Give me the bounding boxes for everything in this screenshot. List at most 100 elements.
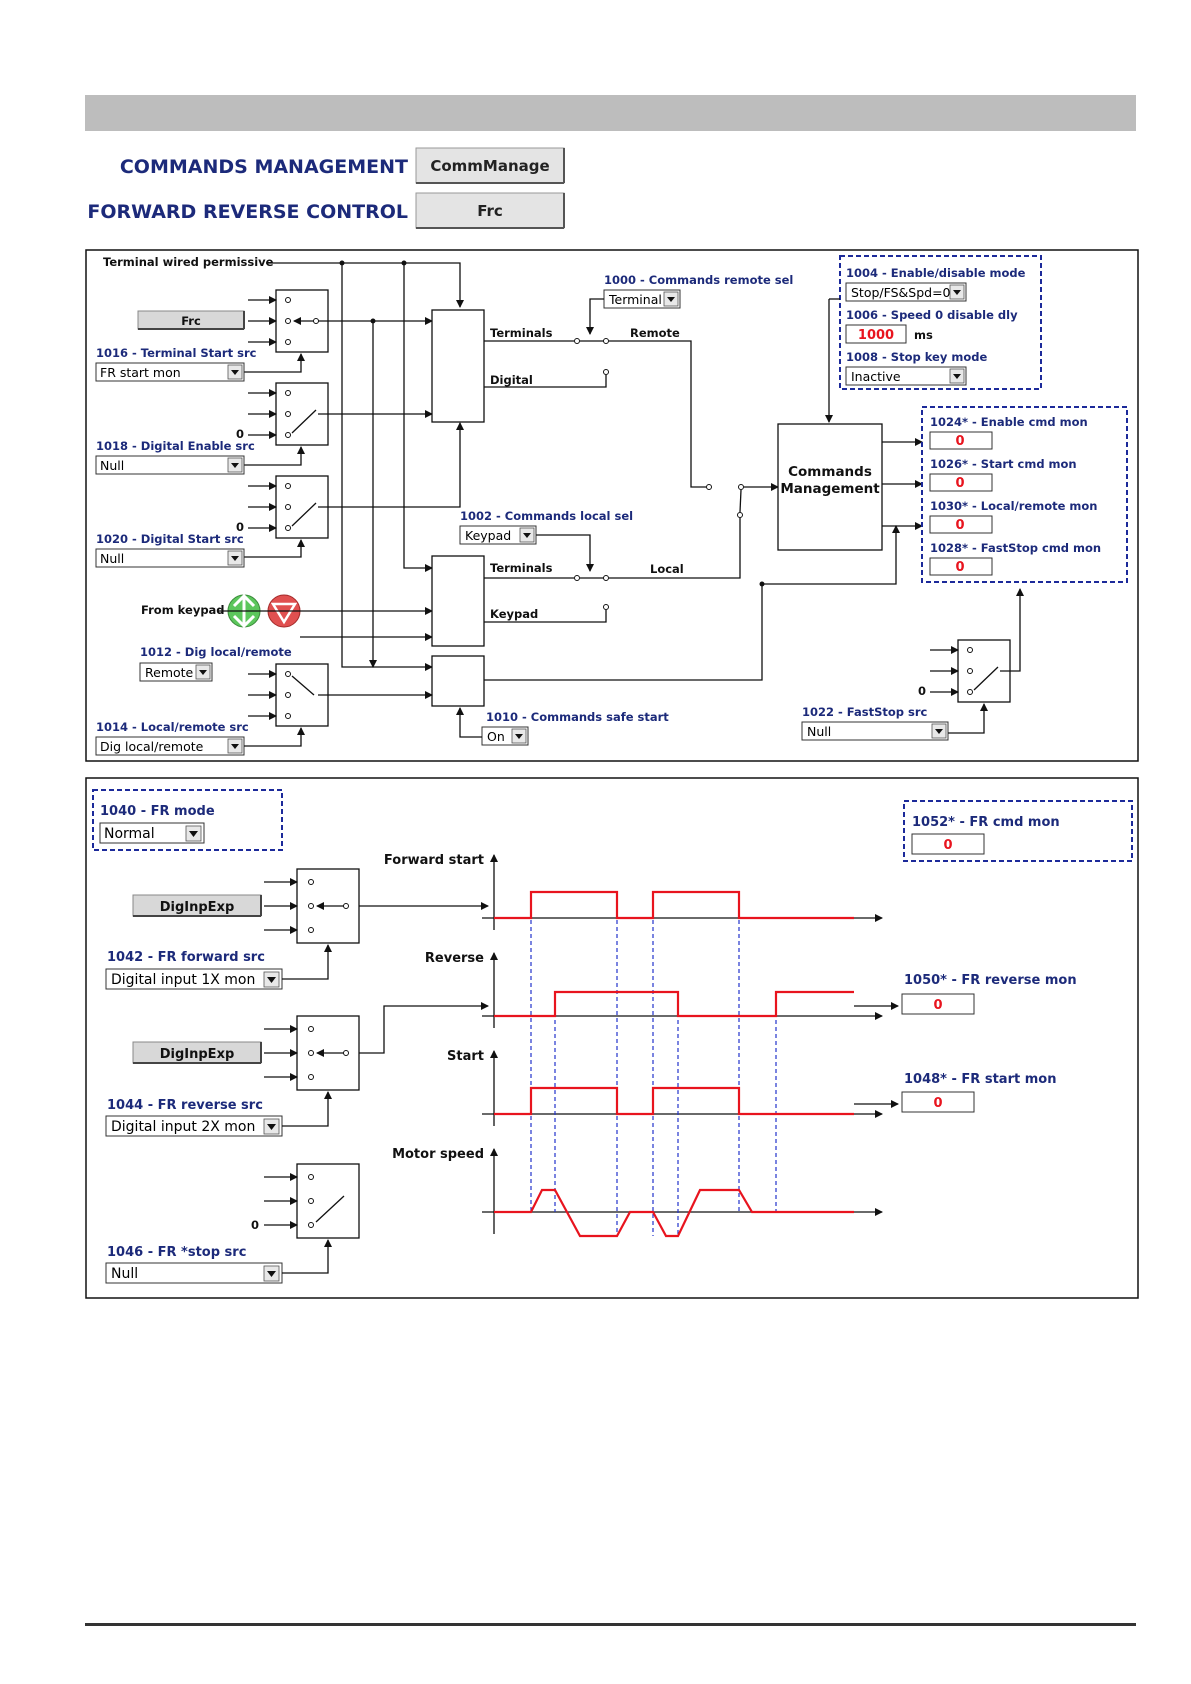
p1000-label: 1000 - Commands remote sel	[604, 273, 793, 287]
p1016-label: 1016 - Terminal Start src	[96, 346, 257, 360]
safe-start-block	[431, 655, 485, 707]
p1028-display: 0	[929, 557, 993, 576]
commmanage-button-label: CommManage	[430, 157, 549, 175]
p1020-dropdown[interactable]: Null	[95, 548, 245, 568]
diginpexp-button-2[interactable]: DigInpExp	[132, 1041, 262, 1064]
local-command-block	[431, 555, 485, 647]
p1020-label: 1020 - Digital Start src	[96, 532, 244, 546]
p1016-dropdown[interactable]: FR start mon	[95, 362, 245, 382]
p1018-dropdown[interactable]: Null	[95, 455, 245, 475]
keypad-stop-icon[interactable]	[267, 594, 301, 628]
enable-settings-group	[839, 255, 1042, 390]
forward-reverse-control-title: FORWARD REVERSE CONTROL	[87, 201, 408, 223]
remote-command-block	[431, 309, 485, 423]
svg-text:0: 0	[943, 838, 952, 853]
p1008-dropdown[interactable]: Inactive	[845, 366, 967, 386]
start-waveform	[494, 1086, 854, 1116]
p1008-label: 1008 - Stop key mode	[846, 350, 987, 364]
frc-diagram-button[interactable]: Frc	[137, 310, 245, 330]
p1050-label: 1050* - FR reverse mon	[904, 973, 1077, 988]
p1026-display: 0	[929, 473, 993, 492]
p1042-label: 1042 - FR forward src	[107, 950, 265, 965]
svg-text:Keypad: Keypad	[465, 528, 511, 543]
p1006-unit: ms	[914, 328, 933, 342]
svg-text:0: 0	[933, 998, 942, 1013]
p1022-label: 1022 - FastStop src	[802, 705, 928, 719]
svg-text:Null: Null	[111, 1266, 138, 1282]
commands-management-title: COMMANDS MANAGEMENT	[120, 156, 408, 178]
commmanage-button[interactable]: CommManage	[415, 147, 565, 184]
svg-text:Remote: Remote	[145, 665, 194, 680]
p1048-label: 1048* - FR start mon	[904, 1072, 1056, 1087]
frc-header-button[interactable]: Frc	[415, 192, 565, 229]
svg-text:Frc: Frc	[181, 314, 201, 328]
svg-text:Normal: Normal	[104, 826, 155, 842]
terminals-remote-label: Terminals	[490, 326, 553, 340]
forward-start-signal-label: Forward start	[384, 853, 484, 868]
p1022-dropdown[interactable]: Null	[801, 721, 949, 741]
p1052-display: 0	[911, 833, 985, 855]
reverse-waveform	[494, 990, 854, 1018]
fr-stop-selector	[296, 1163, 360, 1239]
zero-input-fr: 0	[251, 1218, 259, 1232]
p1052-label: 1052* - FR cmd mon	[912, 815, 1060, 830]
p1026-label: 1026* - Start cmd mon	[930, 457, 1077, 471]
p1010-dropdown[interactable]: On	[481, 726, 529, 746]
svg-text:Terminal: Terminal	[608, 292, 662, 307]
p1040-dropdown[interactable]: Normal	[99, 822, 205, 844]
svg-text:Null: Null	[807, 724, 831, 739]
svg-text:1000: 1000	[858, 328, 894, 343]
p1018-label: 1018 - Digital Enable src	[96, 439, 255, 453]
p1000-dropdown[interactable]: Terminal	[603, 289, 681, 309]
svg-text:DigInpExp: DigInpExp	[160, 1047, 235, 1062]
p1030-display: 0	[929, 515, 993, 534]
svg-text:Null: Null	[100, 458, 124, 473]
svg-text:0: 0	[955, 476, 964, 491]
fr-cmd-mon-group	[903, 800, 1133, 862]
p1010-label: 1010 - Commands safe start	[486, 710, 669, 724]
zero-input-1: 0	[236, 427, 244, 441]
forward-reverse-diagram-frame	[85, 777, 1139, 1299]
p1048-display: 0	[901, 1091, 975, 1113]
p1006-label: 1006 - Speed 0 disable dly	[846, 308, 1018, 322]
p1050-display: 0	[901, 993, 975, 1015]
commands-management-block	[777, 423, 883, 551]
keypad-local-label: Keypad	[490, 607, 538, 621]
p1002-dropdown[interactable]: Keypad	[459, 525, 537, 545]
p1014-dropdown[interactable]: Dig local/remote	[95, 736, 245, 756]
p1040-label: 1040 - FR mode	[100, 804, 215, 819]
p1028-label: 1028* - FastStop cmd mon	[930, 541, 1101, 555]
svg-text:Stop/FS&Spd=0: Stop/FS&Spd=0	[851, 285, 951, 300]
terminal-wired-permissive-label: Terminal wired permissive	[103, 255, 274, 269]
header-band	[85, 95, 1136, 131]
svg-text:Inactive: Inactive	[851, 369, 901, 384]
fr-mode-group	[92, 789, 283, 851]
p1024-display: 0	[929, 431, 993, 450]
forward-start-waveform	[494, 890, 854, 920]
zero-input-4: 0	[918, 684, 926, 698]
p1046-label: 1046 - FR *stop src	[107, 1245, 246, 1260]
p1004-dropdown[interactable]: Stop/FS&Spd=0	[845, 282, 967, 302]
remote-label: Remote	[630, 326, 680, 340]
from-keypad-label: From keypad	[141, 603, 225, 617]
p1044-dropdown[interactable]: Digital input 2X mon	[105, 1115, 283, 1137]
p1012-label: 1012 - Dig local/remote	[140, 645, 292, 659]
p1042-dropdown[interactable]: Digital input 1X mon	[105, 968, 283, 990]
p1012-dropdown[interactable]: Remote	[139, 662, 213, 682]
diginpexp-button-1[interactable]: DigInpExp	[132, 894, 262, 917]
svg-text:Digital input 2X mon: Digital input 2X mon	[111, 1119, 255, 1135]
p1046-dropdown[interactable]: Null	[105, 1262, 283, 1284]
p1006-input[interactable]: 1000	[845, 324, 907, 344]
motor-speed-waveform	[494, 1188, 854, 1238]
svg-text:Dig local/remote: Dig local/remote	[100, 739, 204, 754]
local-label: Local	[650, 562, 684, 576]
svg-text:DigInpExp: DigInpExp	[160, 900, 235, 915]
svg-text:0: 0	[955, 434, 964, 449]
commands-diagram-frame	[85, 249, 1139, 762]
terminals-local-label: Terminals	[490, 561, 553, 575]
timing-diagram: Forward start Reverse Start Motor speed	[384, 853, 899, 1238]
p1004-label: 1004 - Enable/disable mode	[846, 266, 1026, 280]
svg-text:0: 0	[955, 518, 964, 533]
footer-rule	[85, 1623, 1136, 1626]
